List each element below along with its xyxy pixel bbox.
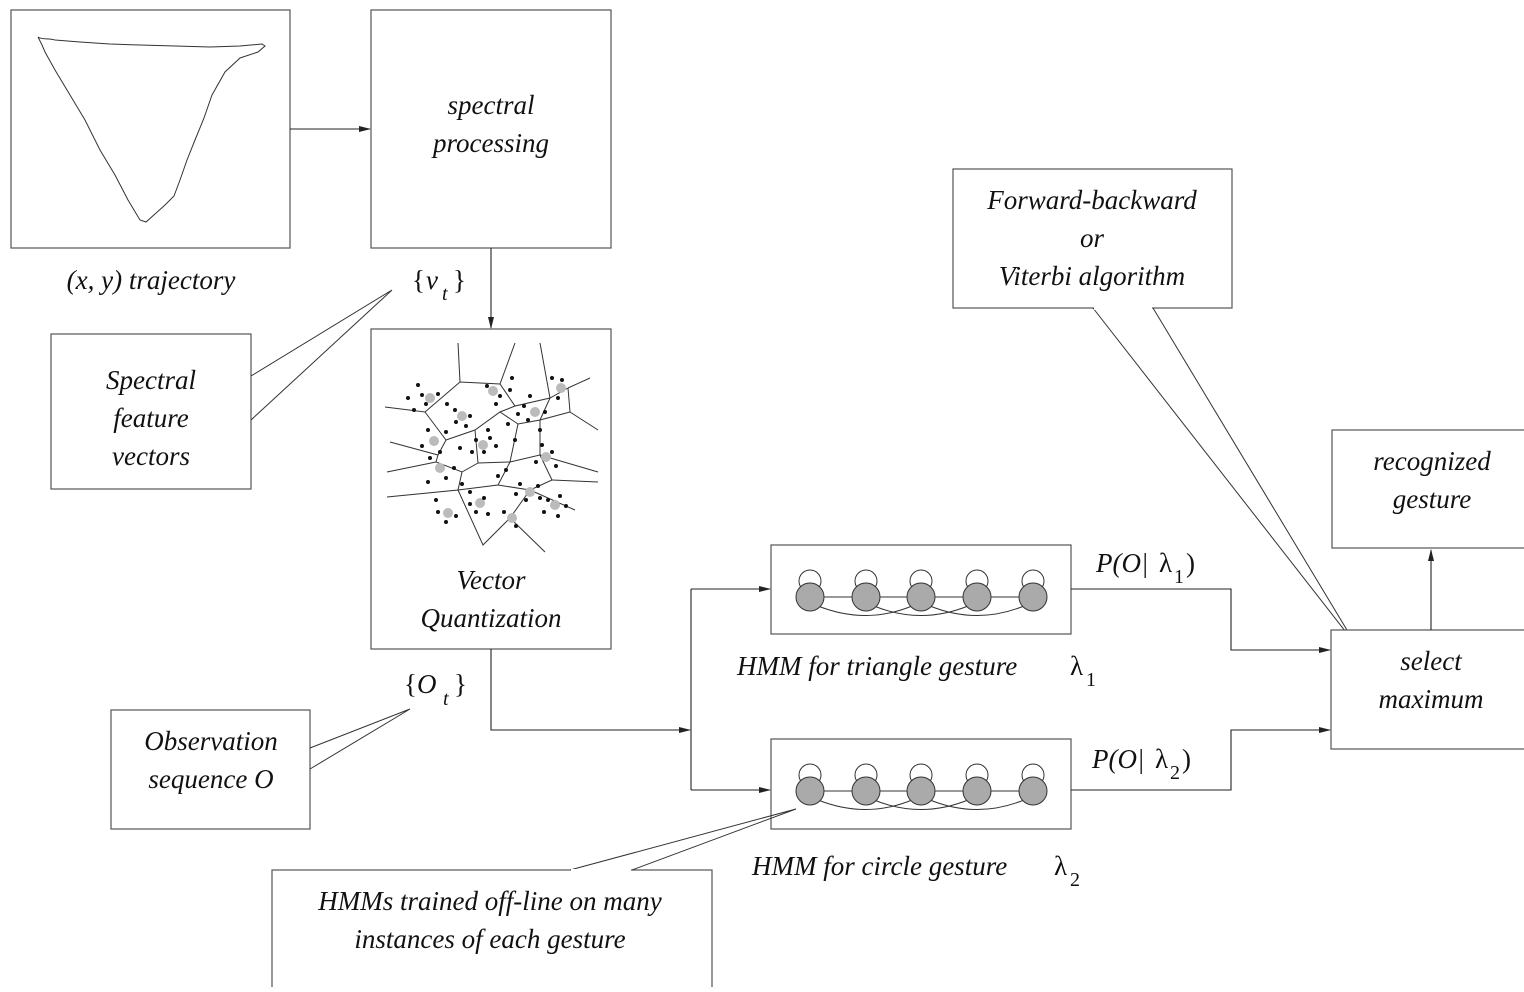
spectral-line-2: processing xyxy=(431,128,549,158)
p2-subscript: 2 xyxy=(1170,762,1180,784)
trained-line-2: instances of each gesture xyxy=(354,924,625,954)
recognized-line-1: recognized xyxy=(1373,446,1491,476)
hmm-triangle-states xyxy=(795,569,1048,616)
hmm-circle-box xyxy=(770,738,1072,830)
hmm-triangle-box xyxy=(770,544,1072,635)
vq-line-1: Vector xyxy=(457,565,526,595)
select-maximum-box: select maximum xyxy=(1330,629,1524,750)
vt-label: { v t } xyxy=(412,265,466,305)
hmm1-state-nodes xyxy=(795,582,1048,612)
p1-lambda: λ xyxy=(1159,548,1172,578)
observation-line-2: sequence O xyxy=(148,764,273,794)
vt-brace-close: } xyxy=(453,265,466,295)
ot-brace-open: { xyxy=(404,669,417,699)
p-lambda1-label: P(O| λ 1 ) xyxy=(1095,548,1195,588)
hmm2-lambda-subscript: 2 xyxy=(1070,869,1080,891)
p2-close: ) xyxy=(1182,744,1191,774)
algorithm-line-3: Viterbi algorithm xyxy=(999,261,1185,291)
triangle-trajectory-drawing xyxy=(37,36,266,223)
hmm-circle-label: HMM for circle gesture λ 2 xyxy=(751,851,1080,891)
callout-pointer-ot xyxy=(309,708,411,770)
p2-prefix: P(O| xyxy=(1091,744,1144,774)
trained-line-1: HMMs trained off-line on many xyxy=(317,886,661,916)
p1-close: ) xyxy=(1186,548,1195,578)
ot-subscript: t xyxy=(443,688,449,710)
algorithm-line-1: Forward-backward xyxy=(986,185,1197,215)
hmm1-lambda: λ xyxy=(1070,651,1083,681)
arrow-vq-to-split xyxy=(490,649,691,733)
spectral-feature-callout: Spectral feature vectors xyxy=(50,289,393,490)
hmm-circle-states xyxy=(795,763,1048,810)
hmm2-transitions xyxy=(817,790,1025,810)
observation-line-1: Observation xyxy=(144,726,277,756)
hmm2-lambda: λ xyxy=(1054,851,1067,881)
ot-brace-close: } xyxy=(454,669,467,699)
vq-line-2: Quantization xyxy=(420,603,561,633)
spectral-feature-line-1: Spectral xyxy=(106,365,196,395)
spectral-feature-line-3: vectors xyxy=(112,441,190,471)
hmm2-label-text: HMM for circle gesture xyxy=(751,851,1007,881)
hmm2-state-nodes xyxy=(795,776,1048,806)
callout-pointer-select xyxy=(1092,307,1357,646)
p1-subscript: 1 xyxy=(1174,566,1184,588)
hmm-triangle-label: HMM for triangle gesture λ 1 xyxy=(736,651,1096,691)
p1-prefix: P(O| xyxy=(1095,548,1148,578)
trajectory-label: (x, y) trajectory xyxy=(67,265,236,295)
data-points xyxy=(406,376,568,528)
select-line-2: maximum xyxy=(1379,684,1484,714)
select-line-1: select xyxy=(1400,646,1463,676)
p-lambda2-label: P(O| λ 2 ) xyxy=(1091,744,1191,784)
vt-symbol: v xyxy=(426,265,438,295)
hmms-trained-callout: HMMs trained off-line on many instances … xyxy=(271,808,797,992)
callout-pointer-vt xyxy=(250,289,393,421)
ot-label: { O t } xyxy=(404,669,467,710)
hmm1-label-text: HMM for triangle gesture xyxy=(736,651,1017,681)
vector-quantization-box: Vector Quantization xyxy=(370,328,612,650)
p2-lambda: λ xyxy=(1155,744,1168,774)
arrow-hmm2-to-select xyxy=(1071,727,1331,791)
observation-callout: Observation sequence O xyxy=(110,708,411,830)
ot-symbol: O xyxy=(417,669,437,699)
hmm1-transitions xyxy=(817,596,1025,616)
arrow-hmm1-to-select xyxy=(1071,588,1331,653)
spectral-line-1: spectral xyxy=(448,90,535,120)
cluster-centroids xyxy=(425,383,566,523)
spectral-processing-box: spectral processing xyxy=(370,9,612,249)
recognized-line-2: gesture xyxy=(1393,484,1471,514)
callout-pointer-hmm2 xyxy=(569,808,797,871)
trajectory-box xyxy=(10,9,291,249)
vt-brace-open: { xyxy=(412,265,425,295)
hmm1-lambda-subscript: 1 xyxy=(1086,669,1096,691)
recognized-gesture-box: recognized gesture xyxy=(1331,429,1524,549)
algorithm-line-2: or xyxy=(1080,223,1105,253)
spectral-feature-line-2: feature xyxy=(113,403,188,433)
vt-subscript: t xyxy=(442,283,448,305)
